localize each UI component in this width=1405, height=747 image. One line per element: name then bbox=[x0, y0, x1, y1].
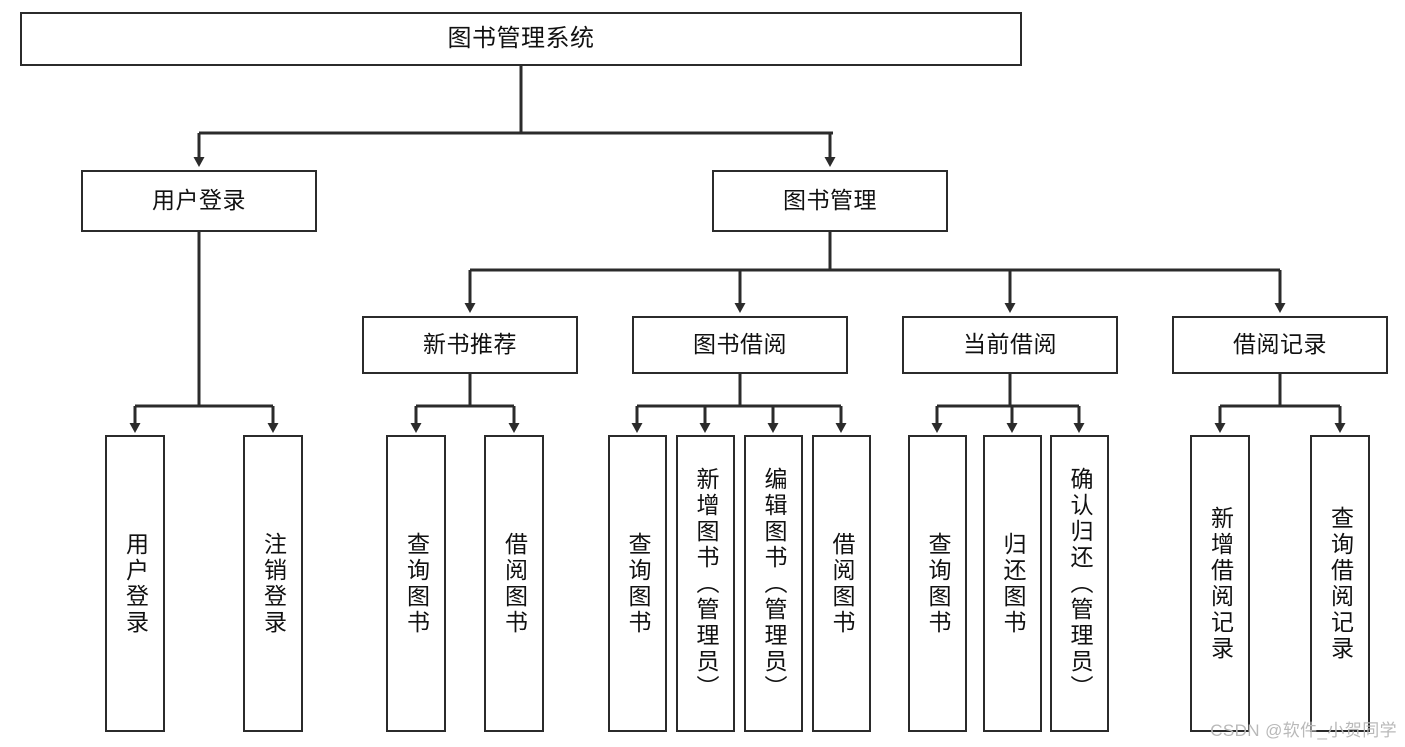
leaf-query-book-current[interactable]: 查询图书 bbox=[908, 435, 967, 732]
leaf-borrow-book-recommend[interactable]: 借阅图书 bbox=[484, 435, 544, 732]
leaf-add-book-admin[interactable]: 新增图书（管理员） bbox=[676, 435, 735, 732]
leaf-borrow-book[interactable]: 借阅图书 bbox=[812, 435, 871, 732]
leaf-borrow-book-label: 借阅图书 bbox=[829, 531, 855, 636]
leaf-logout[interactable]: 注销登录 bbox=[243, 435, 303, 732]
leaf-add-borrow-record-label: 新增借阅记录 bbox=[1207, 505, 1234, 662]
leaf-query-book-borrow[interactable]: 查询图书 bbox=[608, 435, 667, 732]
node-book-management-label: 图书管理 bbox=[783, 187, 877, 214]
leaf-add-borrow-record[interactable]: 新增借阅记录 bbox=[1190, 435, 1250, 732]
node-book-borrow-label: 图书借阅 bbox=[693, 331, 787, 358]
node-book-management[interactable]: 图书管理 bbox=[712, 170, 948, 232]
node-root[interactable]: 图书管理系统 bbox=[20, 12, 1022, 66]
node-current-borrow-label: 当前借阅 bbox=[963, 331, 1057, 358]
leaf-edit-book-admin[interactable]: 编辑图书（管理员） bbox=[744, 435, 803, 732]
leaf-query-book-borrow-label: 查询图书 bbox=[625, 531, 651, 636]
leaf-confirm-return-admin-label: 确认归还（管理员） bbox=[1067, 466, 1093, 701]
leaf-add-book-admin-label: 新增图书（管理员） bbox=[693, 466, 719, 701]
node-book-borrow[interactable]: 图书借阅 bbox=[632, 316, 848, 374]
node-borrow-record-label: 借阅记录 bbox=[1233, 331, 1327, 358]
node-borrow-record[interactable]: 借阅记录 bbox=[1172, 316, 1388, 374]
leaf-logout-label: 注销登录 bbox=[260, 531, 287, 636]
leaf-return-book[interactable]: 归还图书 bbox=[983, 435, 1042, 732]
leaf-edit-book-admin-label: 编辑图书（管理员） bbox=[761, 466, 787, 701]
node-user-login[interactable]: 用户登录 bbox=[81, 170, 317, 232]
leaf-query-book-recommend[interactable]: 查询图书 bbox=[386, 435, 446, 732]
node-current-borrow[interactable]: 当前借阅 bbox=[902, 316, 1118, 374]
leaf-query-book-current-label: 查询图书 bbox=[925, 531, 951, 636]
leaf-borrow-book-recommend-label: 借阅图书 bbox=[501, 531, 528, 636]
leaf-user-login[interactable]: 用户登录 bbox=[105, 435, 165, 732]
leaf-return-book-label: 归还图书 bbox=[1000, 531, 1026, 636]
node-new-book-recommend[interactable]: 新书推荐 bbox=[362, 316, 578, 374]
leaf-query-borrow-record-label: 查询借阅记录 bbox=[1327, 505, 1354, 662]
node-root-label: 图书管理系统 bbox=[447, 24, 595, 52]
leaf-confirm-return-admin[interactable]: 确认归还（管理员） bbox=[1050, 435, 1109, 732]
leaf-user-login-label: 用户登录 bbox=[122, 531, 149, 636]
node-user-login-label: 用户登录 bbox=[152, 187, 246, 214]
node-new-book-recommend-label: 新书推荐 bbox=[423, 331, 517, 358]
leaf-query-book-recommend-label: 查询图书 bbox=[403, 531, 430, 636]
csdn-watermark: CSDN @软件_小贺同学 bbox=[1210, 721, 1397, 740]
leaf-query-borrow-record[interactable]: 查询借阅记录 bbox=[1310, 435, 1370, 732]
